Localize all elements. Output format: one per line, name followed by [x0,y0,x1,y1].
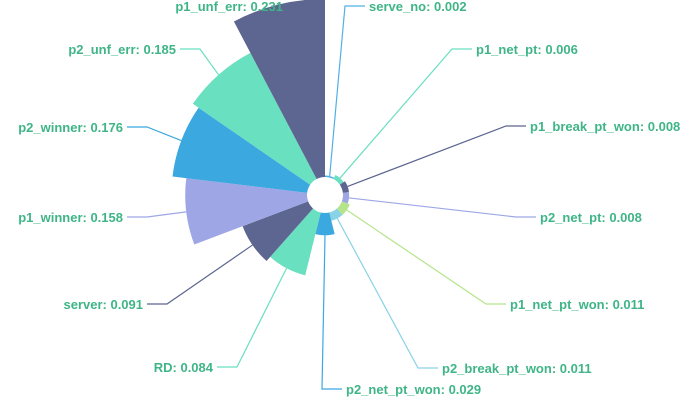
rose-slice-p1-net-pt[interactable] [333,174,344,185]
slice-label-p1-net-pt-won: p1_net_pt_won: 0.011 [510,297,644,312]
slice-label-RD: RD: 0.084 [154,360,214,375]
slice-label-p1-unf-err: p1_unf_err: 0.231 [175,0,283,14]
leader-line-p2-unf-err [180,48,220,76]
slice-label-p2-unf-err: p2_unf_err: 0.185 [68,42,176,57]
leader-line-p2-winner [127,126,182,142]
slice-label-p2-winner: p2_winner: 0.176 [18,120,123,135]
slice-label-serve-no: serve_no: 0.002 [369,0,467,14]
leader-line-p1-unf-err [278,4,308,7]
slice-label-server: server: 0.091 [63,297,143,312]
rose-slice-p1-net-pt-won[interactable] [336,201,350,215]
rose-slice-serve-no[interactable] [325,175,335,180]
rose-slice-p2-net-pt[interactable] [341,192,350,204]
slice-labels: serve_no: 0.002 p1_net_pt: 0.006 p1_break_… [18,0,680,397]
leader-line-p1-break-pt-won [347,125,526,187]
rose-slice-p2-break-pt-won[interactable] [329,208,343,221]
leader-line-p2-net-pt [348,197,536,218]
leader-line-RD [217,267,288,368]
leader-line-p2-break-pt-won [336,218,438,369]
slice-label-p2-net-pt-won: p2_net_pt_won: 0.029 [346,382,481,397]
rose-slice-p1-winner[interactable] [185,178,309,245]
slice-label-p2-net-pt: p2_net_pt: 0.008 [540,210,642,225]
leader-line-p1-net-pt [339,48,472,179]
rose-slice-p2-unf-err[interactable] [192,52,317,185]
leader-lines [127,4,536,390]
leader-line-p2-net-pt-won [321,235,342,390]
rose-slice-p1-break-pt-won[interactable] [339,181,349,193]
rose-slice-server[interactable] [242,201,314,261]
slice-label-p1-net-pt: p1_net_pt: 0.006 [476,42,578,57]
rose-slices [172,0,350,276]
leader-line-p1-winner [127,211,187,218]
slice-label-p1-break-pt-won: p1_break_pt_won: 0.008 [530,119,680,134]
rose-slice-p2-winner[interactable] [172,107,311,193]
slice-label-p2-break-pt-won: p2_break_pt_won: 0.011 [442,361,592,376]
slice-label-p1-winner: p1_winner: 0.158 [18,210,123,225]
leader-line-p1-net-pt-won [346,209,506,305]
leader-line-serve-no [329,5,365,177]
rose-slice-p2-net-pt-won[interactable] [315,212,335,236]
rose-slice-RD[interactable] [270,208,321,276]
rose-slice-p1-unf-err[interactable] [233,0,325,180]
leader-line-server [147,244,253,305]
